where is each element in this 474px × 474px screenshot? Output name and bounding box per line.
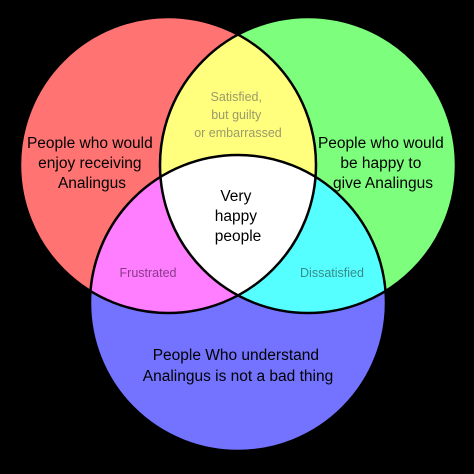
- outline-give: [158, 15, 458, 315]
- label-give-line: People who would: [318, 135, 444, 152]
- label-satisfied-line: Satisfied,: [211, 90, 262, 104]
- label-receive-line: enjoy receiving: [38, 155, 141, 172]
- label-give-line: give Analingus: [333, 175, 433, 192]
- label-understand: People Who understand Analingus is not a…: [143, 347, 333, 385]
- label-satisfied-line: but guilty: [211, 108, 262, 122]
- label-give-line: be happy to: [340, 155, 421, 172]
- label-satisfied-line: or embarrassed: [194, 126, 282, 140]
- outline-understand: [88, 153, 388, 453]
- label-very-happy-line: Very: [220, 188, 251, 205]
- label-very-happy-people: Very happy people: [215, 188, 262, 245]
- label-receive: People who would enjoy receiving Analing…: [27, 135, 157, 192]
- label-understand-line: People Who understand: [153, 347, 319, 364]
- label-receive-line: People who would: [27, 135, 153, 152]
- label-satisfied-guilty: Satisfied, but guilty or embarrassed: [194, 90, 282, 140]
- label-give: People who would be happy to give Analin…: [318, 135, 448, 192]
- label-frustrated: Frustrated: [120, 266, 177, 280]
- label-very-happy-line: people: [215, 228, 262, 245]
- label-receive-line: Analingus: [58, 175, 126, 192]
- label-understand-line: Analingus is not a bad thing: [143, 368, 333, 385]
- outline-receive: [18, 15, 318, 315]
- label-dissatisfied: Dissatisfied: [300, 266, 364, 280]
- label-very-happy-line: happy: [215, 208, 257, 225]
